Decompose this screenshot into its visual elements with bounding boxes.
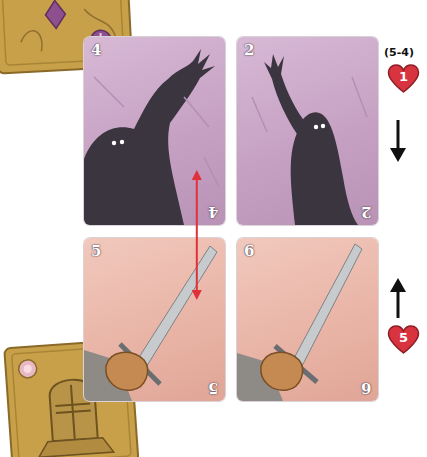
card-value: 2: [361, 204, 371, 219]
heart-token: 5: [383, 325, 424, 355]
game-card: 44: [84, 37, 225, 225]
game-card: 55: [84, 238, 225, 401]
card-value: 2: [244, 43, 254, 58]
card-value: 4: [91, 43, 101, 58]
life-value: 5: [383, 331, 424, 344]
card-value: 5: [91, 244, 101, 259]
comparison-arrow: [196, 172, 198, 298]
heart-token: 1: [383, 64, 424, 94]
card-illustration: [237, 238, 378, 401]
life-value: 1: [383, 70, 424, 83]
direction-arrow: [390, 278, 406, 318]
game-card: 66: [237, 238, 378, 401]
score-note: (5-4): [384, 46, 414, 59]
card-illustration: [84, 37, 225, 225]
direction-arrow: [390, 120, 406, 162]
card-value: 4: [208, 204, 218, 219]
card-value: 5: [208, 380, 218, 395]
card-value: 6: [244, 244, 254, 259]
game-card: 22: [237, 37, 378, 225]
card-illustration: [237, 37, 378, 225]
card-illustration: [84, 238, 225, 401]
card-value: 6: [361, 380, 371, 395]
